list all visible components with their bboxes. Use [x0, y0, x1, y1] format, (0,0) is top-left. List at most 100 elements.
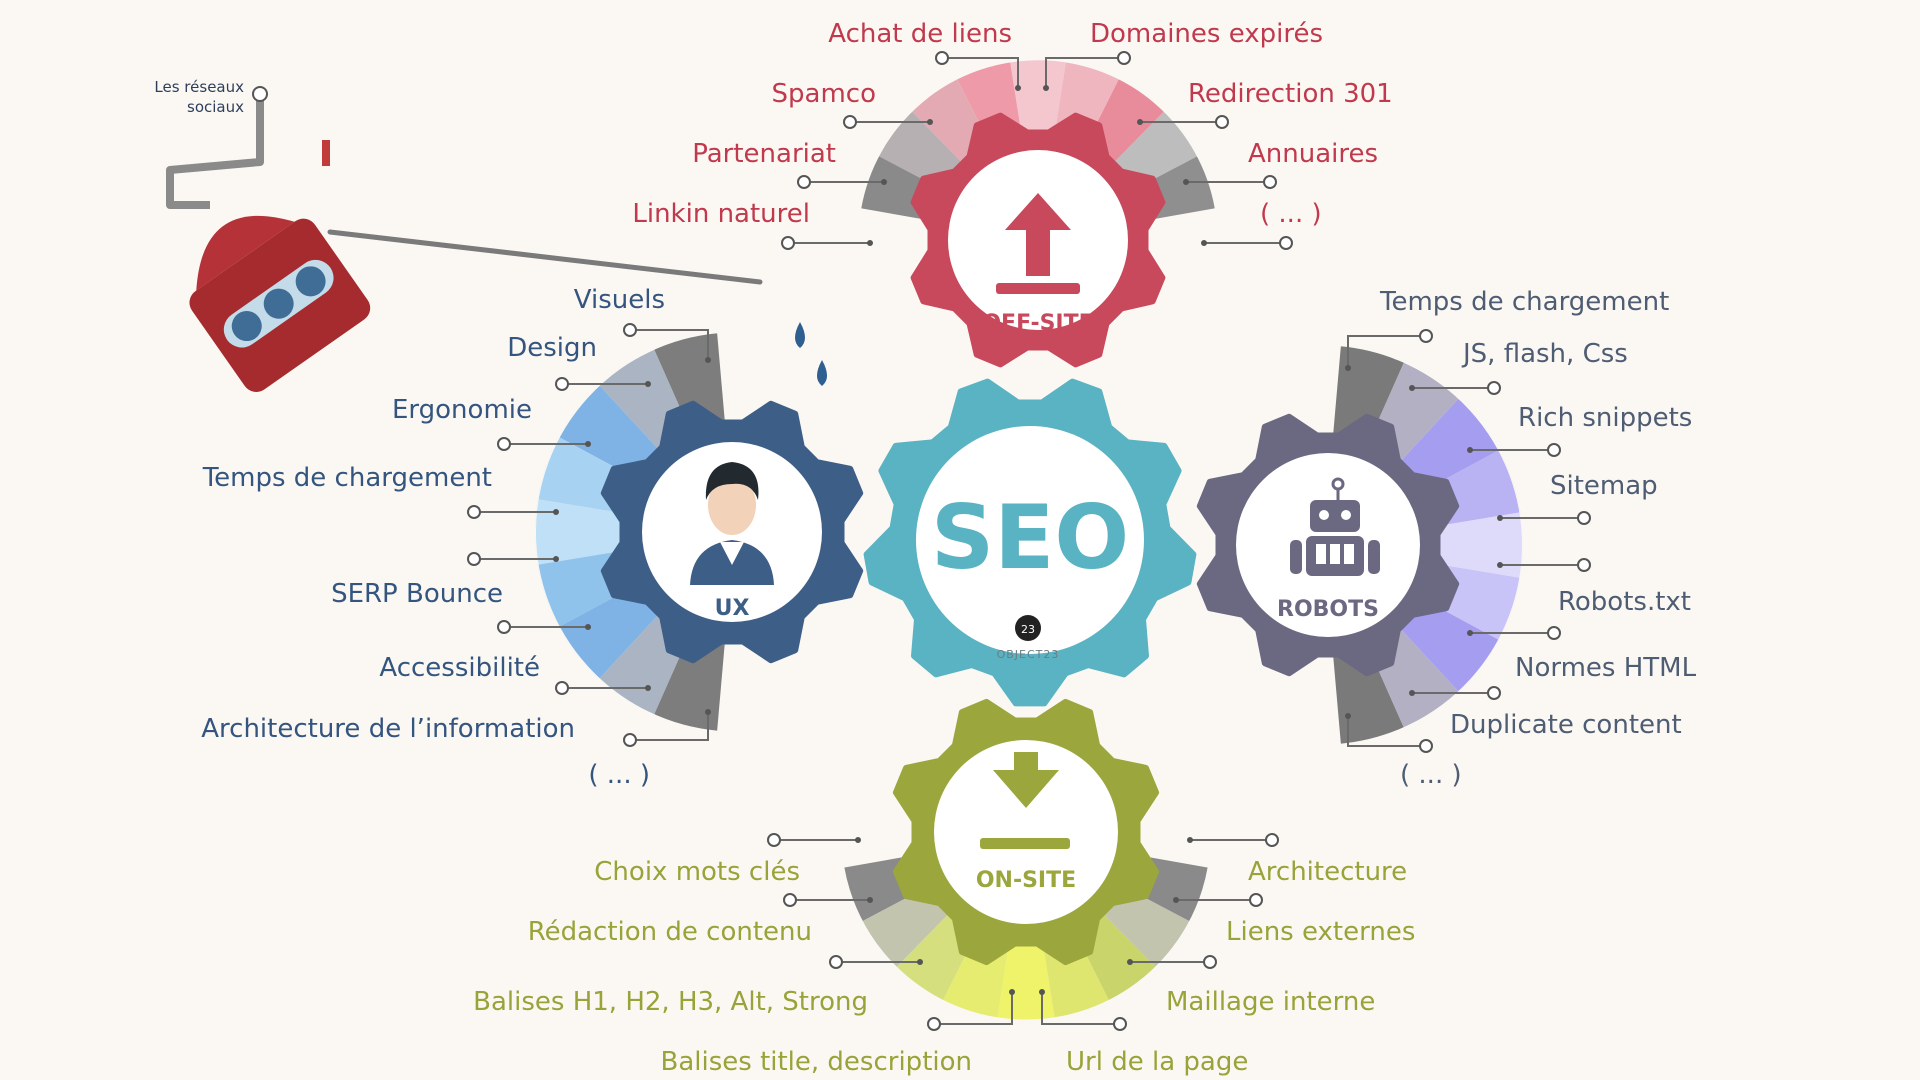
oil-drop-1	[795, 322, 805, 348]
arrow-down-icon-base	[980, 838, 1070, 849]
offsite-leader-1	[1045, 57, 1124, 88]
ux-leader-1-dot	[645, 381, 651, 387]
robot-icon-arm-left	[1290, 540, 1302, 574]
offsite-leader-0-end	[935, 51, 949, 65]
robots-label-0: Temps de chargement	[1379, 287, 1669, 317]
robots-title: ROBOTS	[1277, 597, 1379, 622]
onsite-label-5: Maillage interne	[1166, 987, 1375, 1017]
brand-badge-text: 23	[1021, 623, 1035, 636]
oil-can-spout	[327, 229, 763, 285]
ux-label-2: Ergonomie	[392, 395, 532, 425]
onsite-leader-4-end	[829, 955, 843, 969]
onsite-leader-0-end	[767, 833, 781, 847]
user-icon-hair	[705, 462, 759, 500]
offsite-gear	[910, 112, 1166, 368]
user-icon-collar	[720, 542, 744, 565]
ux-leader-7	[630, 712, 709, 741]
onsite-leader-3-end	[1249, 893, 1263, 907]
facebook-icon	[231, 311, 262, 342]
ux-leader-6-dot	[645, 685, 651, 691]
ux-fan-outline	[535, 332, 736, 732]
robots-leader-0-end	[1419, 329, 1433, 343]
ux-leader-4-dot	[553, 556, 559, 562]
offsite-leader-6-end	[781, 236, 795, 250]
onsite-title: ON-SITE	[976, 868, 1076, 893]
offsite-label-3: Redirection 301	[1188, 79, 1393, 109]
onsite-label-4: Balises H1, H2, H3, Alt, Strong	[473, 987, 868, 1017]
robots-leader-3-end	[1577, 511, 1591, 525]
robot-icon-antenna-tip	[1331, 477, 1345, 491]
robot-icon-panel-3	[1344, 544, 1354, 564]
robots-leader-7-end	[1419, 739, 1433, 753]
onsite-leader-1-end	[1265, 833, 1279, 847]
ux-label-0: Visuels	[574, 285, 665, 315]
ux-leader-7-dot	[705, 709, 711, 715]
robot-icon-eye-left	[1319, 510, 1329, 520]
social-label-line2: sociaux	[187, 98, 244, 116]
ux-title: UX	[715, 596, 750, 621]
onsite-gear	[892, 698, 1160, 966]
robot-icon-eye-right	[1341, 510, 1351, 520]
robots-fan-outline	[1322, 345, 1523, 745]
ux-leader-6-end	[555, 681, 569, 695]
offsite-leader-0	[942, 57, 1019, 88]
offsite-label-6: Linkin naturel	[632, 199, 810, 229]
offsite-leader-6-dot	[867, 240, 873, 246]
offsite-leader-5-dot	[1183, 179, 1189, 185]
seo-gear	[863, 378, 1197, 707]
robots-label-3: Sitemap	[1550, 471, 1658, 501]
onsite-leader-4-dot	[917, 959, 923, 965]
offsite-leader-5-end	[1263, 175, 1277, 189]
robot-icon-panel-2	[1330, 544, 1340, 564]
onsite-leader-5-dot	[1127, 959, 1133, 965]
user-icon	[690, 462, 774, 585]
onsite-leader-6	[934, 992, 1013, 1025]
onsite-leader-1-dot	[1187, 837, 1193, 843]
onsite-label-1: Architecture	[1248, 857, 1407, 887]
ux-leader-0-dot	[705, 357, 711, 363]
social-label-line1: Les réseaux	[154, 78, 244, 96]
robots-label-1: JS, flash, Css	[1461, 339, 1628, 369]
ux-label-5: Accessibilité	[379, 653, 540, 683]
ux-label-6: Architecture de l’information	[201, 714, 575, 744]
ux-leader-3-dot	[553, 509, 559, 515]
robots-label-6: Duplicate content	[1450, 710, 1682, 740]
ux-leader-0-end	[623, 323, 637, 337]
robot-icon-panel-1	[1316, 544, 1326, 564]
onsite-leader-2-end	[783, 893, 797, 907]
offsite-leader-0-dot	[1015, 85, 1021, 91]
onsite-leader-0-dot	[855, 837, 861, 843]
robot-icon-head	[1310, 500, 1360, 532]
offsite-leader-4-end	[797, 175, 811, 189]
ux-leader-2-dot	[585, 441, 591, 447]
ux-label-1: Design	[507, 333, 597, 363]
robots-label-5: Normes HTML	[1515, 653, 1697, 683]
robots-leader-6-dot	[1409, 690, 1415, 696]
robots-leader-4-end	[1577, 558, 1591, 572]
offsite-label-0: Achat de liens	[828, 19, 1012, 49]
onsite-leader-7-end	[1113, 1017, 1127, 1031]
gear-icons	[690, 193, 1380, 849]
seo-gear-hub	[916, 426, 1144, 654]
ux-label-3: Temps de chargement	[202, 463, 492, 493]
oil-can-handle	[166, 96, 264, 209]
seo-title: SEO	[931, 486, 1129, 589]
onsite-leader-7-dot	[1039, 989, 1045, 995]
arrow-down-icon	[993, 752, 1059, 808]
onsite-leader-3-dot	[1173, 897, 1179, 903]
oil-can-trigger	[322, 140, 330, 166]
offsite-label-7: ( ... )	[1260, 199, 1322, 229]
onsite-leader-2-dot	[867, 897, 873, 903]
offsite-label-4: Partenariat	[692, 139, 836, 169]
offsite-leader-1-dot	[1043, 85, 1049, 91]
offsite-leader-3-dot	[1137, 119, 1143, 125]
offsite-title: OFF-SITE	[982, 311, 1093, 336]
robots-leader-5-end	[1547, 626, 1561, 640]
offsite-leader-4-dot	[881, 179, 887, 185]
offsite-leader-7-dot	[1201, 240, 1207, 246]
ux-label-4: SERP Bounce	[331, 579, 503, 609]
robots-leader-4-dot	[1497, 562, 1503, 568]
arrow-up-icon-base	[996, 283, 1080, 294]
